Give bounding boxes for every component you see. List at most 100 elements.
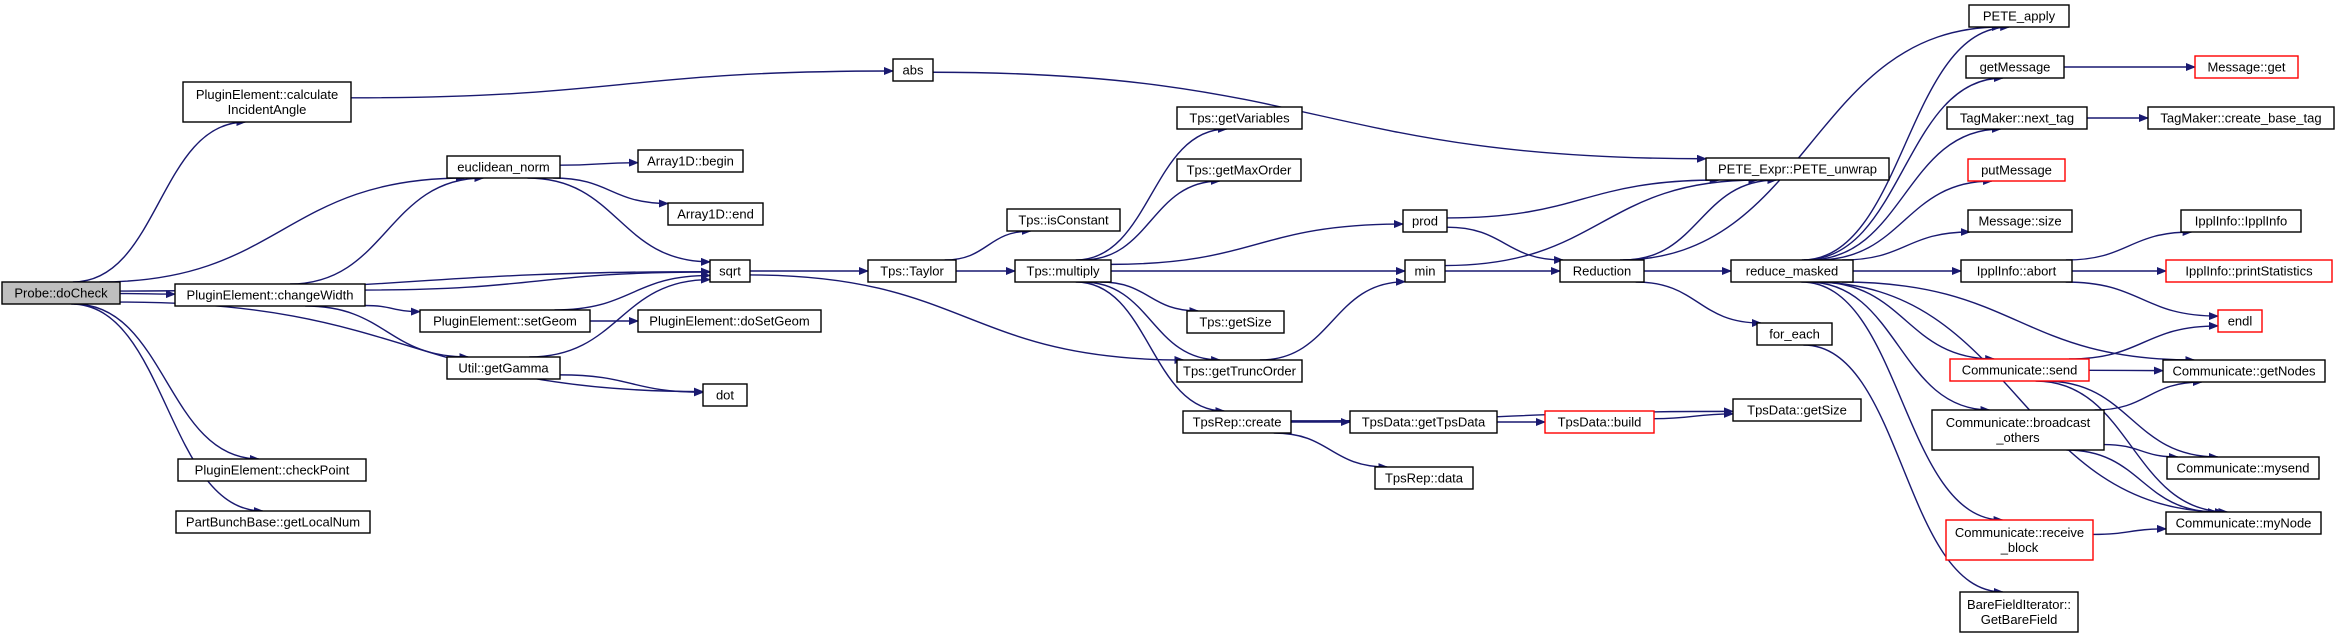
node-for_each[interactable]: for_each (1756, 322, 1833, 346)
node-putmessage[interactable]: putMessage (1967, 158, 2066, 182)
node-label: endl (2228, 314, 2253, 329)
node-label: TpsData::getTpsData (1362, 415, 1486, 430)
node-box (709, 259, 751, 283)
node-communicate_send[interactable]: Communicate::send (1949, 358, 2090, 382)
node-label: PluginElement::changeWidth (187, 288, 354, 303)
edge-pe_changewidth-to-util_getgamma (305, 305, 470, 361)
node-pbb_getlocalnum[interactable]: PartBunchBase::getLocalNum (175, 510, 371, 534)
node-box (867, 259, 957, 283)
node-communicate_mynode[interactable]: Communicate::myNode (2165, 511, 2322, 535)
node-message_get[interactable]: Message::get (2194, 55, 2299, 79)
node-communicate_broadcast[interactable]: Communicate::broadcast_others (1931, 409, 2105, 451)
node-label: Tps::isConstant (1018, 213, 1109, 228)
node-label: getMessage (1980, 60, 2051, 75)
node-label: Reduction (1573, 264, 1632, 279)
node-pe_changewidth[interactable]: PluginElement::changeWidth (174, 283, 366, 307)
node-tagmaker_nexttag[interactable]: TagMaker::next_tag (1946, 106, 2088, 130)
node-tpsdata_gettpsdata[interactable]: TpsData::getTpsData (1349, 410, 1498, 434)
node-box (637, 309, 822, 333)
node-box (174, 283, 366, 307)
node-box (1186, 310, 1285, 334)
node-tps_getmaxorder[interactable]: Tps::getMaxOrder (1176, 158, 1302, 182)
node-box (1176, 158, 1302, 182)
node-min[interactable]: min (1404, 259, 1446, 283)
node-label: GetBareField (1981, 612, 2058, 627)
node-tps_multiply[interactable]: Tps::multiply (1014, 259, 1112, 283)
node-box (2166, 456, 2320, 480)
node-label: PluginElement::doSetGeom (649, 314, 809, 329)
node-endl[interactable]: endl (2217, 309, 2263, 333)
node-label: IpplInfo::abort (1977, 264, 2057, 279)
node-abs[interactable]: abs (892, 58, 934, 82)
node-pete_apply[interactable]: PETE_apply (1968, 4, 2070, 28)
node-tpsdata_build[interactable]: TpsData::build (1544, 410, 1655, 434)
node-reduction[interactable]: Reduction (1559, 259, 1645, 283)
node-communicate_mysend[interactable]: Communicate::mysend (2166, 456, 2320, 480)
node-box (1931, 409, 2105, 451)
edge-euclidean_norm-to-array1d_begin (559, 158, 639, 167)
node-euclidean_norm[interactable]: euclidean_norm (446, 155, 561, 179)
node-getmessage[interactable]: getMessage (1965, 55, 2065, 79)
node-reduce_masked[interactable]: reduce_masked (1730, 259, 1854, 283)
node-ipplinfo_ipplinfo[interactable]: IpplInfo::IpplInfo (2180, 209, 2302, 233)
node-pe_checkpoint[interactable]: PluginElement::checkPoint (177, 458, 367, 482)
node-tps_gettruncorder[interactable]: Tps::getTruncOrder (1176, 359, 1303, 383)
edge-util_getgamma-to-dot (559, 374, 704, 397)
edge-tpsrep_create-to-tpsrep_data (1273, 432, 1389, 471)
edge-communicate_send-to-endl (2068, 321, 2219, 360)
node-label: Tps::multiply (1027, 264, 1100, 279)
node-box (1559, 259, 1645, 283)
node-message_size[interactable]: Message::size (1967, 209, 2073, 233)
node-label: Tps::getTruncOrder (1183, 364, 1297, 379)
node-tpsrep_data[interactable]: TpsRep::data (1374, 466, 1474, 490)
node-box (2180, 209, 2302, 233)
node-label: TpsRep::data (1385, 471, 1464, 486)
node-communicate_getnodes[interactable]: Communicate::getNodes (2162, 359, 2326, 383)
node-prod[interactable]: prod (1402, 209, 1448, 233)
node-label: Array1D::end (677, 207, 754, 222)
node-box (667, 202, 764, 226)
node-communicate_receive[interactable]: Communicate::receive_block (1945, 519, 2094, 561)
node-pe_setgeom[interactable]: PluginElement::setGeom (419, 309, 591, 333)
node-label: prod (1412, 214, 1438, 229)
node-box (1949, 358, 2090, 382)
node-tps_isconstant[interactable]: Tps::isConstant (1006, 208, 1121, 232)
node-tpsrep_create[interactable]: TpsRep::create (1182, 410, 1292, 434)
edge-util_getgamma-to-sqrt (529, 275, 711, 358)
node-box (2194, 55, 2299, 79)
node-array1d_begin[interactable]: Array1D::begin (637, 149, 744, 173)
edge-reduction-to-pete_unwrap (1623, 176, 1778, 261)
node-box (1404, 259, 1446, 283)
node-label: Message::size (1978, 214, 2061, 229)
edge-communicate_broadcast-to-communicate_getnodes (2094, 378, 2203, 411)
node-box (446, 155, 561, 179)
edge-probe_docheck-to-pbb_getlocalnum (71, 303, 264, 515)
edge-tps_multiply-to-tps_getvariables (1075, 125, 1228, 261)
node-tps_getsize[interactable]: Tps::getSize (1186, 310, 1285, 334)
node-pete_unwrap[interactable]: PETE_Expr::PETE_unwrap (1705, 157, 1890, 181)
edge-for_each-to-barefielditerator_getbarefield (1803, 344, 2004, 596)
node-label: TpsRep::create (1193, 415, 1282, 430)
node-tps_taylor[interactable]: Tps::Taylor (867, 259, 957, 283)
node-label: IpplInfo::printStatistics (2185, 264, 2313, 279)
node-sqrt[interactable]: sqrt (709, 259, 751, 283)
edge-communicate_broadcast-to-communicate_mynode (2066, 449, 2218, 516)
node-box (2217, 309, 2263, 333)
node-array1d_end[interactable]: Array1D::end (667, 202, 764, 226)
node-barefielditerator_getbarefield[interactable]: BareFieldIterator::GetBareField (1959, 591, 2079, 633)
node-tps_getvariables[interactable]: Tps::getVariables (1176, 106, 1303, 130)
node-label: Tps::getVariables (1189, 111, 1290, 126)
node-box (1756, 322, 1833, 346)
node-ipplinfo_abort[interactable]: IpplInfo::abort (1960, 259, 2073, 283)
node-util_getgamma[interactable]: Util::getGamma (446, 356, 561, 380)
node-label: abs (903, 63, 924, 78)
node-tagmaker_createbasetag[interactable]: TagMaker::create_base_tag (2147, 106, 2335, 130)
node-ipplinfo_printstatistics[interactable]: IpplInfo::printStatistics (2165, 259, 2333, 283)
edge-pe_changewidth-to-euclidean_norm (290, 174, 485, 285)
node-pe_dosetgeom[interactable]: PluginElement::doSetGeom (637, 309, 822, 333)
node-label: dot (716, 388, 734, 403)
node-dot[interactable]: dot (702, 383, 748, 407)
node-tpsdata_getsize[interactable]: TpsData::getSize (1732, 398, 1862, 422)
